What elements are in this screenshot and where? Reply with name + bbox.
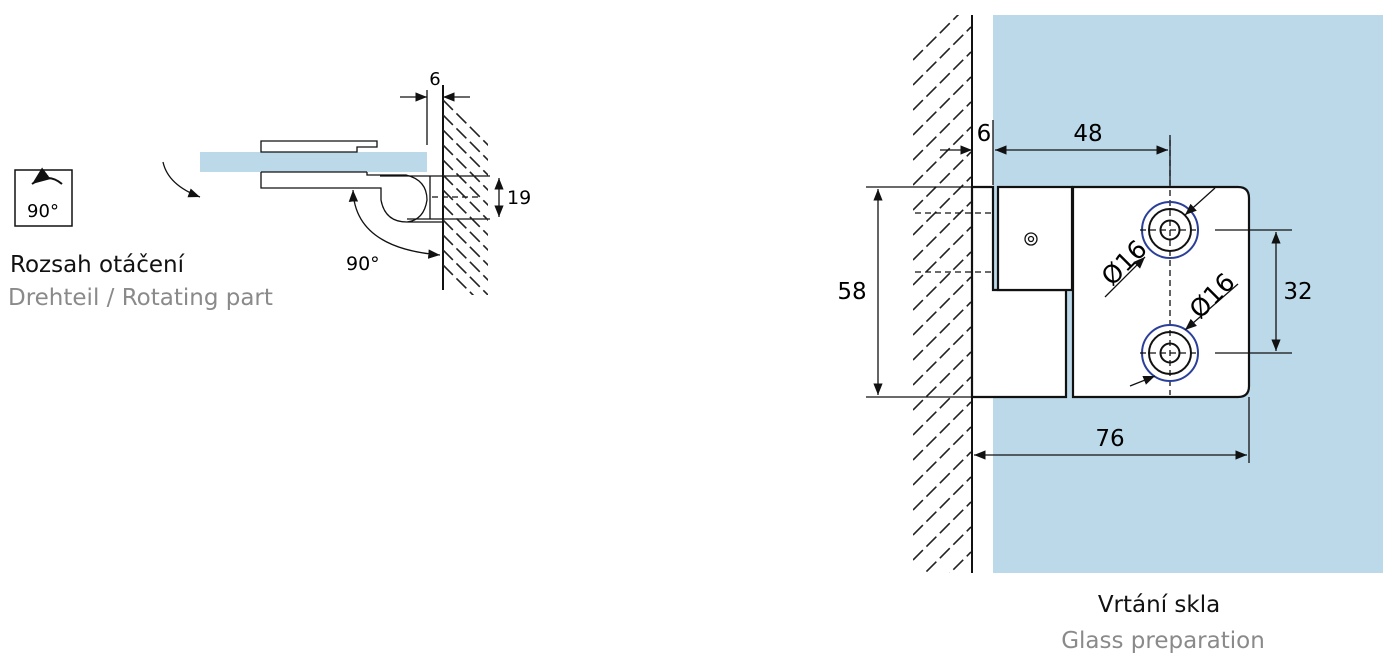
rotation-range-subtitle: Drehteil / Rotating part bbox=[8, 285, 273, 311]
dim-32: 32 bbox=[1283, 279, 1312, 305]
angle-label: 90° bbox=[346, 253, 380, 275]
dim-76: 76 bbox=[1095, 426, 1124, 452]
hole-top bbox=[1140, 201, 1200, 259]
glass-section bbox=[200, 152, 427, 172]
glass-preparation-subtitle: Glass preparation bbox=[1061, 628, 1265, 654]
front-view: Ø16 Ø16 6 48 58 32 76 bbox=[837, 15, 1383, 573]
dim-gap-left: 6 bbox=[429, 69, 440, 90]
rotation-icon: 90° bbox=[14, 167, 73, 227]
hole-bottom bbox=[1140, 324, 1200, 382]
glass-clamp-plate bbox=[1071, 185, 1251, 399]
dim-58: 58 bbox=[837, 279, 866, 305]
rotation-icon-label: 90° bbox=[27, 201, 59, 222]
rotation-range-title: Rozsah otáčení bbox=[10, 252, 185, 278]
dim-gap-right: 6 bbox=[977, 121, 992, 147]
side-view: 6 19 90° bbox=[162, 69, 531, 295]
dim-height-19: 19 bbox=[507, 187, 531, 209]
dim-48: 48 bbox=[1073, 121, 1102, 147]
glass-preparation-title: Vrtání skla bbox=[1098, 592, 1220, 618]
rotation-arrow-icon bbox=[162, 161, 201, 198]
